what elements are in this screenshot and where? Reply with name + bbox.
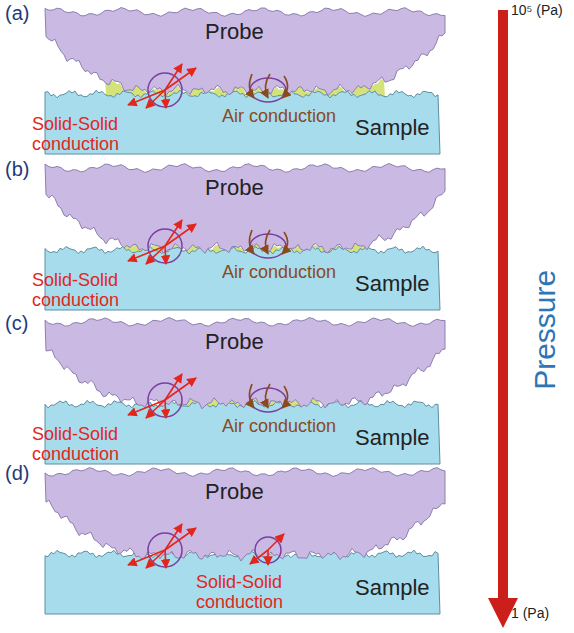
heat-arrow <box>165 374 182 400</box>
panel-letter: (d) <box>5 462 29 484</box>
heat-arrow <box>146 400 165 418</box>
air-heat-arrow <box>282 232 288 254</box>
heat-arrow <box>128 550 165 565</box>
heat-arrow <box>250 550 268 564</box>
probe-body <box>45 8 445 96</box>
panel-letter: (c) <box>5 312 28 334</box>
pressure-max: 10⁵ (Pa) <box>511 3 563 19</box>
heat-arrow <box>128 246 165 261</box>
air-label: Air conduction <box>222 106 336 126</box>
air-heat-arrow <box>249 74 254 98</box>
heat-arrow <box>165 224 196 246</box>
solid-label: Solid-Solid conduction <box>196 572 308 612</box>
heat-arrow <box>146 90 165 108</box>
heat-arrow <box>165 90 166 108</box>
air-heat-arrow <box>282 76 288 98</box>
air-heat-arrow <box>249 230 254 254</box>
heat-arrow <box>165 378 196 400</box>
heat-arrow <box>165 246 166 264</box>
sample-label: Sample <box>355 576 430 601</box>
heat-arrow <box>165 68 196 90</box>
pressure-arrow-shaft <box>498 10 508 602</box>
pressure-axis-title: Pressure <box>528 270 562 390</box>
probe-body <box>45 164 445 254</box>
air-heat-arrow <box>265 384 270 408</box>
heat-arrow <box>146 550 165 568</box>
sample-label: Sample <box>355 116 430 141</box>
heat-arrow <box>165 400 166 418</box>
pressure-min: 1 (Pa) <box>511 606 549 622</box>
panel-letter: (b) <box>5 158 29 180</box>
air-heat-arrow <box>265 74 270 98</box>
probe-body <box>45 468 445 561</box>
air-label: Air conduction <box>222 262 336 282</box>
solid-label: Solid-Solid conduction <box>32 270 144 310</box>
air-circle <box>250 78 286 102</box>
heat-arrow <box>267 550 269 565</box>
solid-label: Solid-Solid conduction <box>32 424 144 464</box>
probe-label: Probe <box>205 20 264 45</box>
heat-arrow <box>165 220 182 246</box>
probe-label: Probe <box>205 480 264 505</box>
probe-label: Probe <box>205 330 264 355</box>
air-heat-arrow <box>282 386 288 408</box>
sample-label: Sample <box>355 426 430 451</box>
heat-arrow <box>165 550 166 568</box>
air-circle <box>250 388 286 412</box>
panel-letter: (a) <box>5 2 29 24</box>
heat-arrow <box>165 64 182 90</box>
probe-body <box>45 318 445 409</box>
heat-arrow <box>128 400 165 415</box>
air-heat-arrow <box>249 384 254 408</box>
panel-illustration <box>45 468 445 614</box>
heat-arrow <box>268 534 284 550</box>
heat-arrow <box>128 90 165 105</box>
solid-label: Solid-Solid conduction <box>32 114 144 154</box>
air-heat-arrow <box>265 230 270 254</box>
heat-arrow <box>165 524 182 550</box>
air-circle <box>250 234 286 258</box>
heat-arrow <box>165 528 196 550</box>
heat-arrow <box>146 246 165 264</box>
sample-label: Sample <box>355 272 430 297</box>
air-label: Air conduction <box>222 416 336 436</box>
probe-label: Probe <box>205 176 264 201</box>
